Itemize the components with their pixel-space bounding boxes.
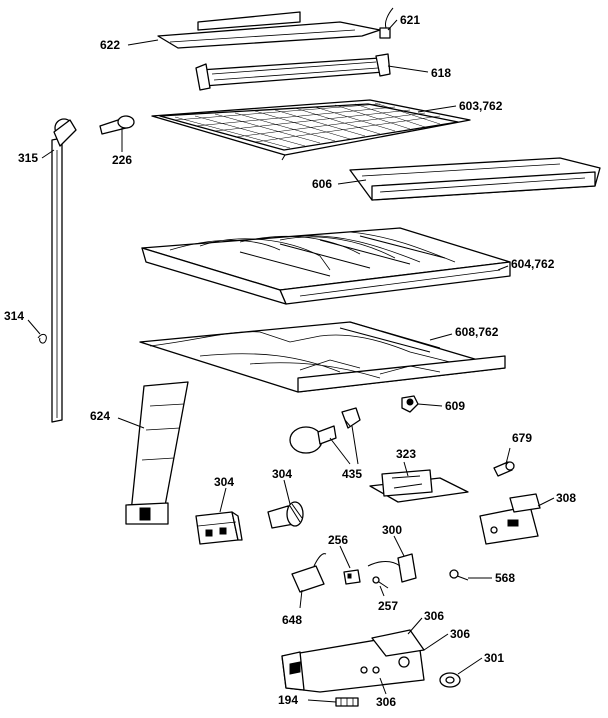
part-304-relay [195, 511, 243, 545]
part-314-clip [37, 333, 47, 344]
label-315: 315 [18, 151, 38, 165]
part-622-cover [157, 11, 381, 49]
label-306-mid: 306 [450, 627, 470, 641]
part-606-cover-front [349, 157, 601, 201]
label-306-bottom: 306 [376, 695, 396, 709]
part-648-capacitor [291, 553, 327, 593]
label-314: 314 [4, 309, 24, 323]
label-603-762: 603,762 [459, 99, 503, 113]
part-315-rod [51, 118, 77, 423]
part-604-shelf-frame [141, 227, 511, 305]
label-304-relay: 304 [214, 475, 234, 489]
part-323-bracket [369, 469, 469, 503]
part-300-switch [367, 553, 417, 583]
part-609-clip [401, 395, 419, 413]
label-622: 622 [100, 38, 120, 52]
label-257: 257 [378, 599, 398, 613]
part-194-terminal [335, 697, 359, 707]
part-603-wire-shelf [151, 99, 471, 161]
part-257-screw [372, 576, 389, 589]
part-301-grommet [439, 672, 461, 688]
label-624: 624 [90, 409, 110, 423]
label-609: 609 [445, 399, 465, 413]
label-194: 194 [278, 693, 298, 707]
part-labels: 621 622 618 603,762 315 226 606 604,762 … [4, 13, 576, 709]
part-624-duct [125, 381, 189, 525]
label-308: 308 [556, 491, 576, 505]
label-300: 300 [382, 523, 402, 537]
label-606: 606 [312, 177, 332, 191]
label-679: 679 [512, 431, 532, 445]
label-226: 226 [112, 153, 132, 167]
part-256-connector [343, 569, 361, 585]
label-648: 648 [282, 613, 302, 627]
part-304-overload [267, 501, 304, 529]
part-618-light-housing [195, 53, 391, 91]
label-306-top: 306 [424, 609, 444, 623]
label-256: 256 [328, 533, 348, 547]
label-301: 301 [484, 651, 504, 665]
label-304-overload: 304 [272, 467, 292, 481]
label-568: 568 [495, 571, 515, 585]
part-621-sensor [379, 7, 394, 39]
label-604-762: 604,762 [511, 257, 555, 271]
label-608-762: 608,762 [455, 325, 499, 339]
leader-lines [27, 19, 555, 703]
part-308-plate [479, 493, 541, 545]
part-435-bulb [289, 407, 361, 454]
part-226-knob [99, 115, 135, 135]
part-608-crisper-cover [139, 321, 506, 393]
label-621: 621 [400, 13, 420, 27]
part-679-screw [493, 461, 515, 477]
part-568-screw [449, 569, 469, 581]
label-435: 435 [342, 467, 362, 481]
part-306-base-bracket [281, 629, 425, 693]
label-618: 618 [431, 66, 451, 80]
label-323: 323 [396, 447, 416, 461]
